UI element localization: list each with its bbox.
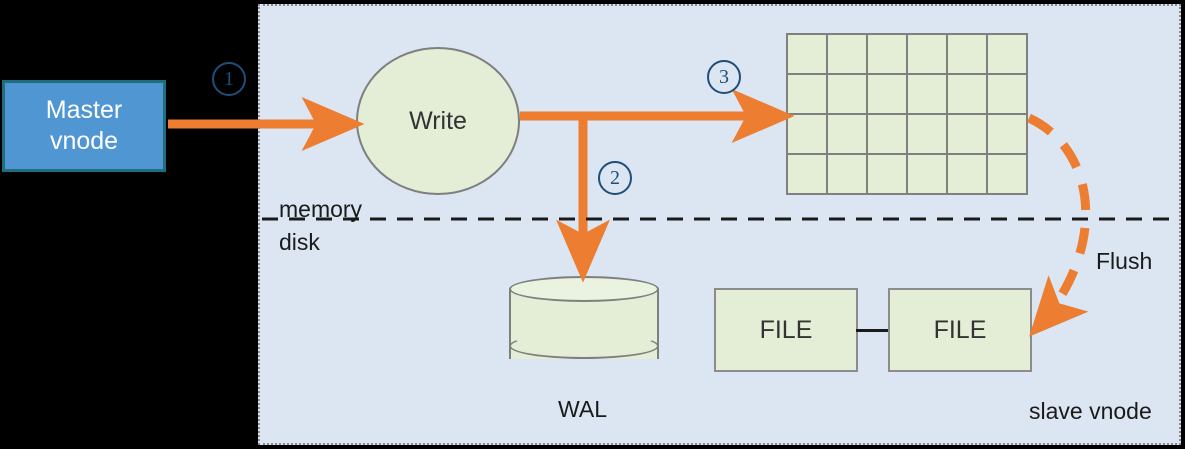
step-number-3: 3 [707,60,741,94]
grid-cell [868,115,906,153]
write-node[interactable]: Write [356,47,520,195]
grid-cell [988,35,1026,73]
file-box-1[interactable]: FILE [714,288,858,372]
grid-cell [988,75,1026,113]
slave-vnode-label: slave vnode [1029,398,1152,424]
file-box-2[interactable]: FILE [888,288,1032,372]
disk-label: disk [279,229,320,255]
grid-cell [988,155,1026,193]
memtable-grid [786,33,1028,195]
grid-cell [828,155,866,193]
grid-cell [908,115,946,153]
step-number-3-label: 3 [719,65,729,88]
grid-cell [948,115,986,153]
cylinder-bottom-ellipse [509,333,659,359]
grid-cell [828,115,866,153]
grid-cell [788,155,826,193]
step-number-2-label: 2 [610,166,620,189]
write-node-label: Write [409,106,467,135]
master-vnode-box[interactable]: Master vnode [2,80,166,172]
step-number-1: 1 [212,62,246,96]
file-connector-line [856,329,890,332]
step-number-1-label: 1 [224,67,234,90]
grid-cell [988,115,1026,153]
grid-cell [908,35,946,73]
grid-cell [868,75,906,113]
master-vnode-label-line2: vnode [49,127,119,155]
grid-cell [828,75,866,113]
cylinder-top-ellipse [509,276,659,302]
grid-cell [788,35,826,73]
flush-label: Flush [1096,248,1153,274]
grid-cell [948,155,986,193]
grid-cell [908,155,946,193]
grid-cell [788,75,826,113]
grid-cell [908,75,946,113]
wal-cylinder[interactable] [509,276,659,372]
grid-cell [948,35,986,73]
file-box-1-label: FILE [759,315,813,344]
grid-cell [868,35,906,73]
memory-label: memory [279,196,363,222]
step-number-2: 2 [598,161,632,195]
master-vnode-label-line1: Master [45,95,123,124]
grid-cell [868,155,906,193]
grid-cell [948,75,986,113]
file-box-2-label: FILE [933,315,987,344]
grid-cell [788,115,826,153]
wal-label: WAL [558,396,607,422]
grid-cell [828,35,866,73]
